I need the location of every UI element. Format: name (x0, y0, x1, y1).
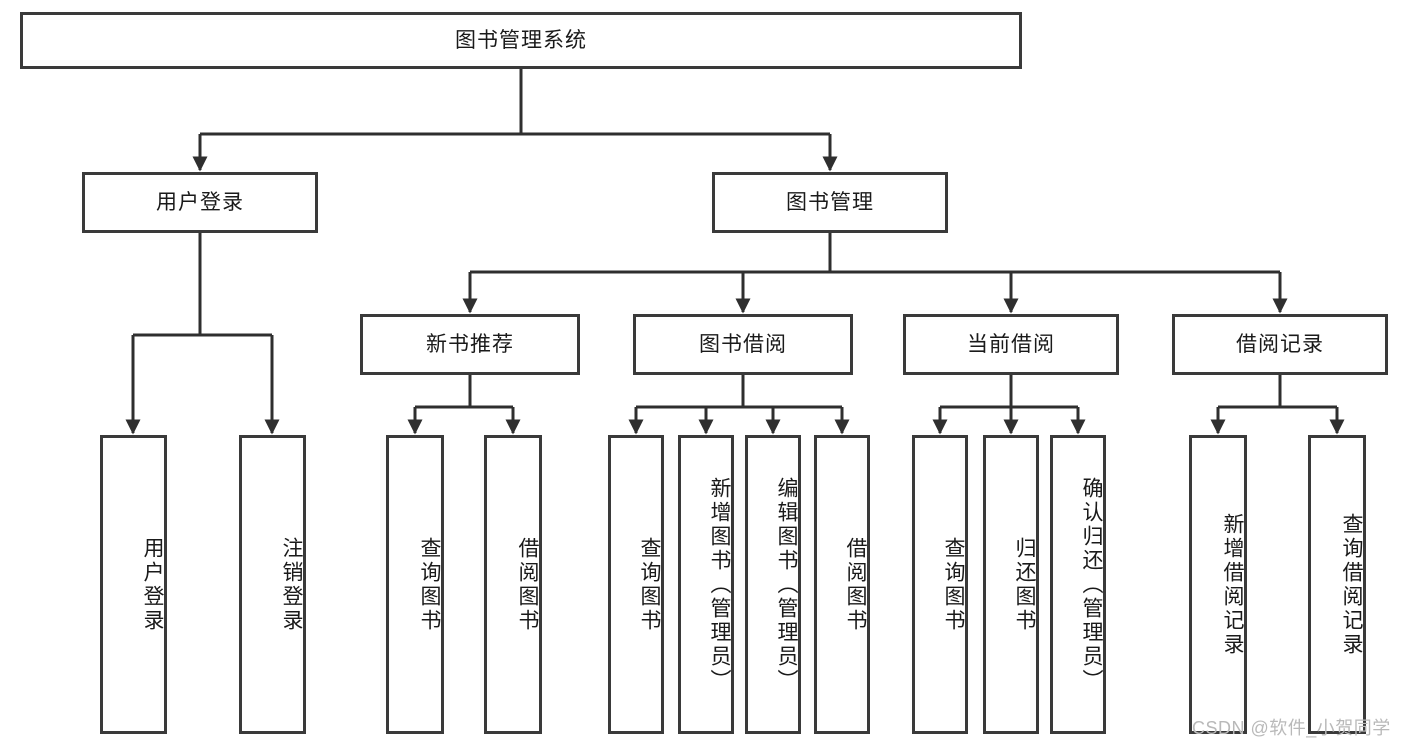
node-leaf-12-label: 查询借阅记录 (1340, 512, 1363, 657)
node-leaf-9[interactable]: 归还图书 (983, 435, 1039, 734)
node-leaf-3-label: 借阅图书 (516, 536, 539, 633)
node-leaf-11[interactable]: 新增借阅记录 (1189, 435, 1247, 734)
node-leaf-2-label: 查询图书 (418, 536, 441, 633)
node-leaf-12[interactable]: 查询借阅记录 (1308, 435, 1366, 734)
node-leaf-3[interactable]: 借阅图书 (484, 435, 542, 734)
node-leaf-7[interactable]: 借阅图书 (814, 435, 870, 734)
node-level2-1-label: 图书借阅 (699, 332, 787, 356)
node-leaf-10[interactable]: 确认归还（管理员） (1050, 435, 1106, 734)
node-level2-3[interactable]: 借阅记录 (1172, 314, 1388, 375)
node-leaf-0[interactable]: 用户登录 (100, 435, 167, 734)
node-level2-3-label: 借阅记录 (1236, 332, 1324, 356)
node-root-label: 图书管理系统 (455, 28, 587, 52)
node-leaf-8-label: 查询图书 (942, 536, 965, 633)
node-root[interactable]: 图书管理系统 (20, 12, 1022, 69)
node-leaf-5[interactable]: 新增图书（管理员） (678, 435, 734, 734)
node-leaf-6-label: 编辑图书（管理员） (775, 476, 798, 693)
node-level2-0[interactable]: 新书推荐 (360, 314, 580, 375)
node-level2-0-label: 新书推荐 (426, 332, 514, 356)
node-leaf-4-label: 查询图书 (638, 536, 661, 633)
node-level2-2[interactable]: 当前借阅 (903, 314, 1119, 375)
node-leaf-9-label: 归还图书 (1013, 536, 1036, 633)
node-level1-1[interactable]: 图书管理 (712, 172, 948, 233)
node-leaf-1[interactable]: 注销登录 (239, 435, 306, 734)
node-leaf-11-label: 新增借阅记录 (1221, 512, 1244, 657)
node-leaf-4[interactable]: 查询图书 (608, 435, 664, 734)
node-level1-0[interactable]: 用户登录 (82, 172, 318, 233)
node-leaf-1-label: 注销登录 (280, 536, 303, 633)
node-leaf-10-label: 确认归还（管理员） (1080, 476, 1103, 693)
node-level1-0-label: 用户登录 (156, 190, 244, 214)
node-leaf-7-label: 借阅图书 (844, 536, 867, 633)
node-level2-2-label: 当前借阅 (967, 332, 1055, 356)
node-leaf-0-label: 用户登录 (141, 536, 164, 633)
node-leaf-2[interactable]: 查询图书 (386, 435, 444, 734)
node-leaf-6[interactable]: 编辑图书（管理员） (745, 435, 801, 734)
node-level1-1-label: 图书管理 (786, 190, 874, 214)
watermark: CSDN @软件_小贺同学 (1192, 718, 1391, 738)
node-level2-1[interactable]: 图书借阅 (633, 314, 853, 375)
node-leaf-8[interactable]: 查询图书 (912, 435, 968, 734)
node-leaf-5-label: 新增图书（管理员） (708, 476, 731, 693)
